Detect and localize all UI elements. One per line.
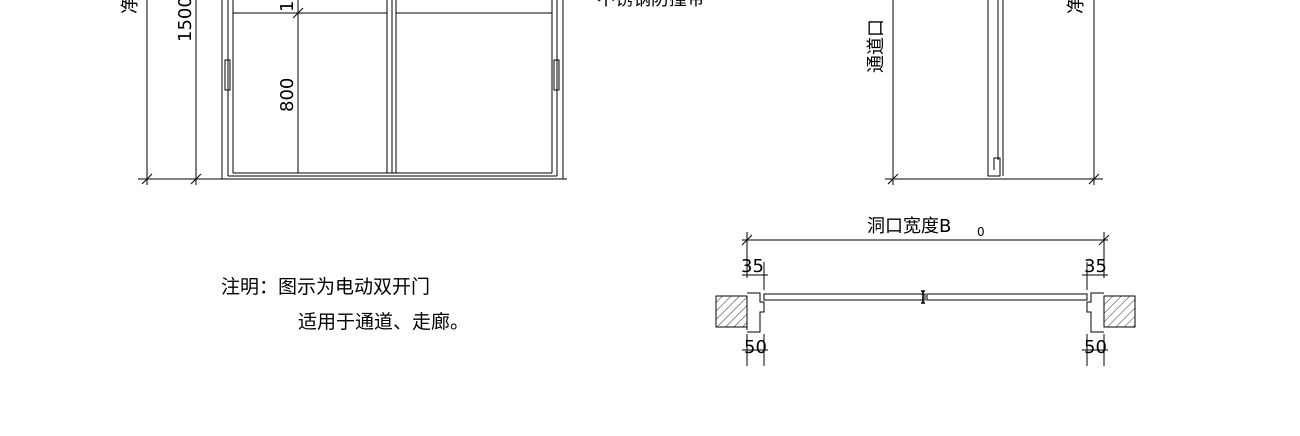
passage-label: 通道口 bbox=[866, 19, 887, 73]
section-bottom-seal bbox=[987, 156, 1001, 177]
opening-width-label: 洞口宽度B bbox=[867, 216, 951, 237]
plan-leaf-right bbox=[926, 293, 1088, 301]
dim-50-left: 50 bbox=[744, 337, 767, 358]
dim-50-right: 50 bbox=[1084, 337, 1107, 358]
plan-view: 洞口宽度B 0 35 35 50 50 bbox=[715, 216, 1136, 366]
opening-width-sub: 0 bbox=[977, 225, 985, 239]
hinge-left-icon bbox=[224, 59, 231, 91]
plan-meeting-stile bbox=[921, 290, 925, 304]
dim-35-right: 35 bbox=[1084, 256, 1107, 277]
wall-left bbox=[715, 295, 748, 328]
wall-right bbox=[1103, 295, 1136, 328]
dim-800-label: 800 bbox=[277, 78, 298, 112]
anti-collision-label: 不锈钢防撞带 bbox=[597, 0, 705, 10]
clear-label-right: 净 bbox=[1066, 0, 1087, 14]
hinge-right-icon bbox=[553, 59, 560, 91]
notes: 注明：图示为电动双开门 适用于通道、走廊。 bbox=[221, 276, 469, 333]
dim-1500-label: 1500 bbox=[175, 0, 196, 42]
frame-profile-right bbox=[1086, 292, 1104, 333]
note-line-2: 适用于通道、走廊。 bbox=[298, 311, 469, 333]
clear-height-label: 净 bbox=[120, 0, 141, 14]
dim-15-label: 15 bbox=[277, 0, 298, 12]
frame-profile-left bbox=[747, 292, 765, 333]
plan-leaf-left bbox=[763, 293, 926, 301]
dim-35-left: 35 bbox=[741, 256, 764, 277]
note-line-1: 注明：图示为电动双开门 bbox=[221, 276, 430, 298]
elevation-view: 净 1500 15 800 不锈钢防撞带 bbox=[120, 0, 705, 185]
section-view: 通道口 净 bbox=[866, 0, 1103, 185]
